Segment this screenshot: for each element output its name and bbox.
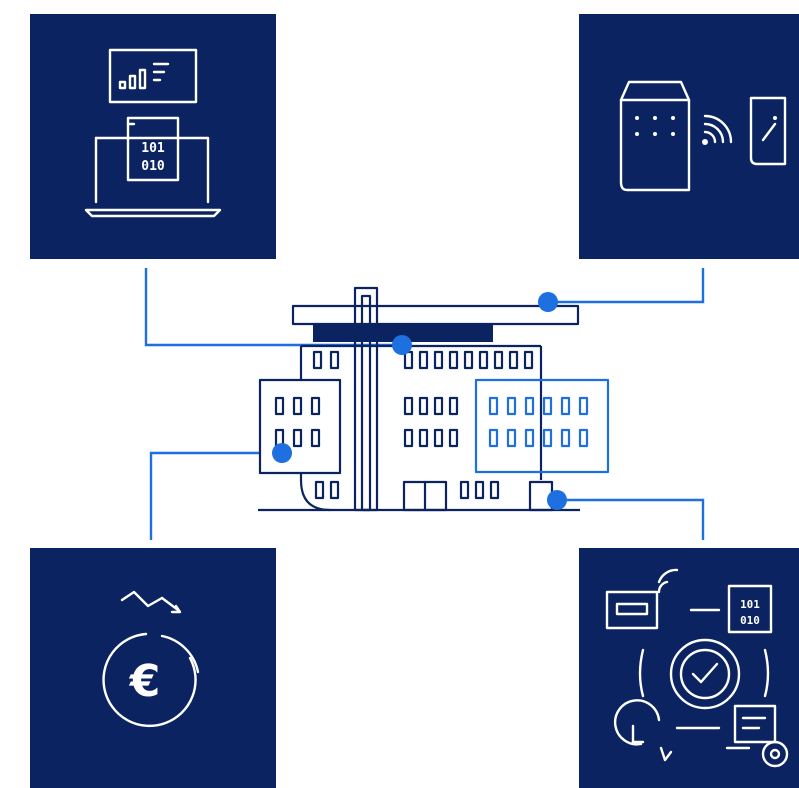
connector-dot-top-right — [538, 292, 558, 312]
tile-cost-savings: € — [30, 548, 276, 788]
connector-dot-top-left — [392, 335, 412, 355]
smart-meter-wireless-icon — [619, 80, 787, 192]
connector-top-right — [548, 268, 705, 304]
building-icon — [258, 286, 610, 512]
tile-automation: 101 010 — [579, 548, 799, 788]
connector-bottom-left — [149, 451, 282, 540]
binary-text-3: 101 — [740, 598, 760, 611]
connector-bottom-right — [557, 498, 705, 540]
trend-down-icon — [120, 590, 164, 608]
analytics-laptop-icon: 101 010 — [84, 48, 222, 218]
connector-dot-bottom-right — [547, 490, 567, 510]
tile-analytics: 101 010 — [30, 14, 276, 259]
euro-symbol: € — [129, 656, 161, 707]
binary-text-1: 101 — [141, 141, 165, 156]
binary-text-4: 010 — [740, 614, 760, 627]
tile-smart-meter — [579, 14, 799, 259]
binary-text-2: 010 — [141, 159, 165, 174]
euro-savings-icon: € — [102, 590, 200, 728]
connector-dot-bottom-left — [272, 443, 292, 463]
gear-icon — [761, 740, 789, 768]
automated-process-icon: 101 010 — [605, 568, 789, 768]
